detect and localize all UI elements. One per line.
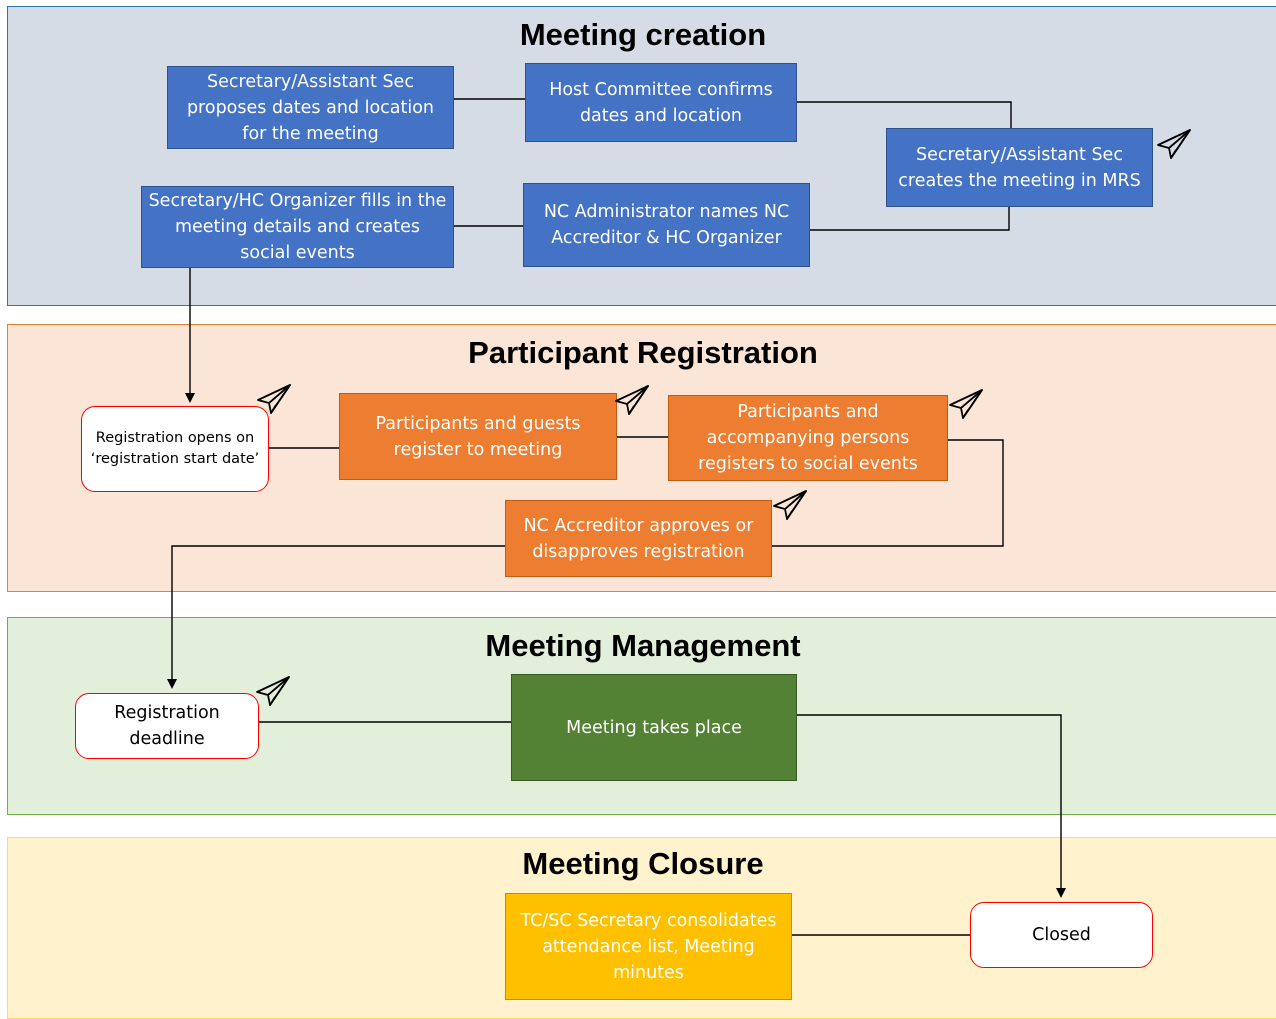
node-registration-opens: Registration opens on ‘registration star… xyxy=(81,406,269,492)
node-meeting-takes-place: Meeting takes place xyxy=(511,674,797,781)
node-creates-meeting-mrs: Secretary/Assistant Sec creates the meet… xyxy=(886,128,1153,207)
connector-accreditor-deadline xyxy=(167,545,505,689)
node-accreditor-approves: NC Accreditor approves or disapproves re… xyxy=(505,500,772,577)
node-closed: Closed xyxy=(970,902,1153,968)
paper-plane-icon xyxy=(1157,129,1191,159)
node-participants-register: Participants and guests register to meet… xyxy=(339,393,617,480)
paper-plane-icon xyxy=(773,490,807,520)
paper-plane-icon xyxy=(615,385,649,415)
node-consolidates-attendance: TC/SC Secretary consolidates attendance … xyxy=(505,893,792,1000)
paper-plane-icon xyxy=(257,384,291,414)
connector-host-mrs xyxy=(797,101,1012,128)
paper-plane-icon xyxy=(949,389,983,419)
node-host-confirms: Host Committee confirms dates and locati… xyxy=(525,63,797,142)
node-fills-details: Secretary/HC Organizer fills in the meet… xyxy=(141,186,454,268)
node-registration-deadline: Registration deadline xyxy=(75,693,259,759)
node-social-events-register: Participants and accompanying persons re… xyxy=(668,395,948,481)
connector-social-accreditor xyxy=(772,439,1004,547)
lane-title-meeting-creation: Meeting creation xyxy=(519,17,767,52)
connector-takesplace-closed xyxy=(797,714,1066,898)
paper-plane-icon xyxy=(256,676,290,706)
connector-mrs-ncadmin xyxy=(810,207,1010,231)
lane-title-meeting-management: Meeting Management xyxy=(485,628,801,663)
node-nc-administrator: NC Administrator names NC Accreditor & H… xyxy=(523,183,810,267)
lane-title-meeting-closure: Meeting Closure xyxy=(522,846,764,881)
lane-title-participant-registration: Participant Registration xyxy=(468,335,818,370)
node-propose-dates: Secretary/Assistant Sec proposes dates a… xyxy=(167,66,454,149)
